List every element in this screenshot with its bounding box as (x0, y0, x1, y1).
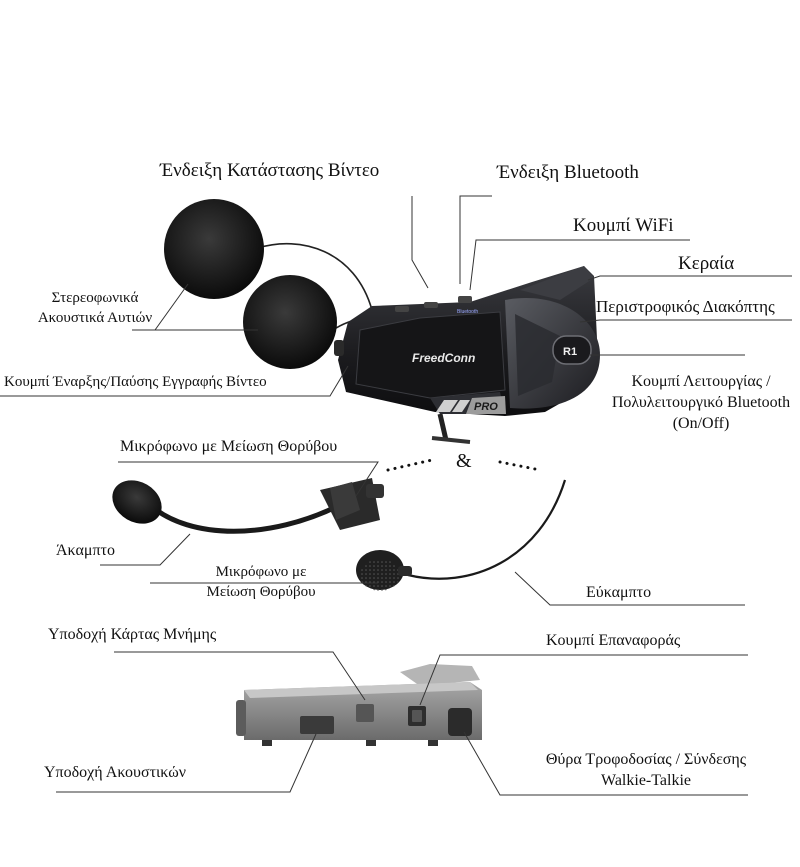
label-function-button: Κουμπί Λειτουργίας / Πολυλειτουργικό Blu… (611, 373, 791, 432)
label-antenna: Κεραία (678, 253, 735, 274)
flexible-wired-microphone (356, 479, 567, 591)
right-ear-speaker-icon (243, 275, 337, 369)
label-bluetooth-indicator: Ένδειξη Bluetooth (497, 162, 639, 183)
boom-microphone (148, 478, 384, 534)
label-reset-button: Κουμπί Επαναφοράς (546, 632, 681, 649)
boom-mic-foam-icon (112, 480, 162, 524)
label-rotary-switch: Περιστροφικός Διακόπτης (596, 297, 775, 316)
label-stereo-speakers: Στερεοφωνικά Ακουστικά Αυτιών (37, 290, 153, 327)
brand-logo: FreedConn (412, 351, 475, 365)
label-power-port: Θύρα Τροφοδοσίας / Σύνδεσης Walkie-Talki… (545, 751, 747, 789)
label-video-status-indicator: Ένδειξη Κατάστασης Βίντεο (160, 160, 380, 181)
label-memory-card-slot: Υποδοχή Κάρτας Μνήμης (48, 626, 217, 643)
label-record-button: Κουμπί Έναρξης/Παύσης Εγγραφής Βίντεο (4, 374, 267, 390)
label-rigid: Άκαμπτο (56, 542, 115, 559)
intercom-unit (334, 266, 600, 444)
label-wifi-button: Κουμπί WiFi (573, 215, 674, 236)
label-flexible: Εύκαμπτο (586, 584, 652, 601)
bluetooth-mark: Bluetooth (457, 309, 478, 315)
label-boom-microphone: Μικρόφωνο με Μείωση Θορύβου (120, 438, 338, 455)
device-bottom-view (236, 664, 482, 746)
dotted-connectors (386, 458, 542, 472)
label-wired-microphone: Μικρόφωνο με Μείωση Θορύβου (206, 564, 316, 600)
leader-lines (0, 195, 792, 796)
ampersand: & (456, 450, 472, 472)
label-headphone-jack: Υποδοχή Ακουστικών (44, 764, 186, 781)
model-label: PRO (474, 401, 498, 413)
knob-label: R1 (563, 346, 577, 358)
left-ear-speaker-icon (164, 199, 264, 299)
